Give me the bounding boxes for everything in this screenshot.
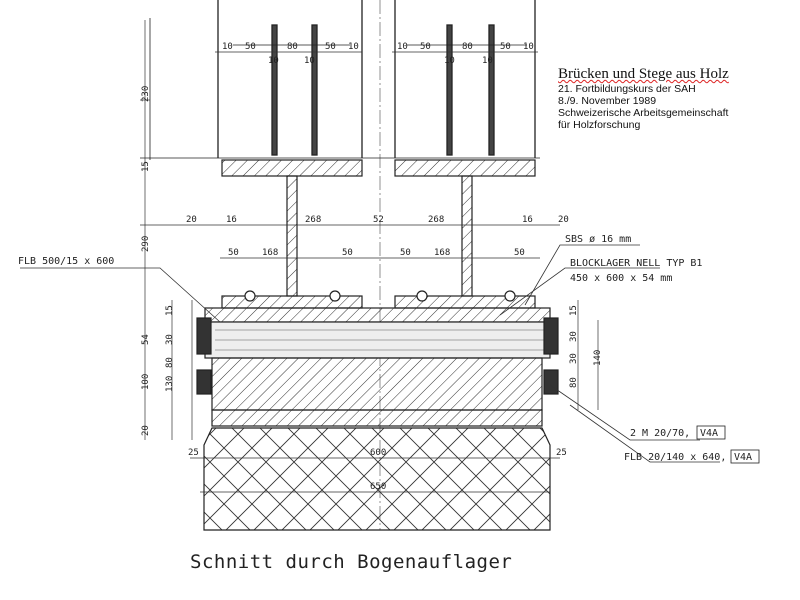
dim-lv100: 100 bbox=[141, 374, 151, 390]
dim-lv130: 130 bbox=[165, 376, 175, 392]
dim-50a: 50 bbox=[228, 248, 239, 258]
source-line-1: 21. Fortbildungskurs der SAH bbox=[558, 83, 696, 95]
label-m20: 2 M 20/70, bbox=[630, 428, 690, 439]
source-line-2: 8./9. November 1989 bbox=[558, 95, 657, 107]
drawing-caption: Schnitt durch Bogenauflager bbox=[190, 551, 513, 573]
dim-650: 650 bbox=[370, 482, 386, 492]
dim-top-50b: 50 bbox=[325, 42, 336, 52]
dim-20r: 20 bbox=[558, 215, 569, 225]
label-v4a-2: V4A bbox=[734, 452, 752, 463]
dim-v290: 290 bbox=[141, 236, 151, 252]
annotation-labels: FLB 500/15 x 600 SBS ø 16 mm BLOCKLAGER … bbox=[18, 234, 760, 464]
source-line-4: für Holzforschung bbox=[558, 119, 641, 131]
concrete-abutment bbox=[203, 427, 551, 531]
dim-top-50d: 50 bbox=[500, 42, 511, 52]
dim-top-50a: 50 bbox=[245, 42, 256, 52]
dim-268l: 268 bbox=[305, 215, 321, 225]
label-v4a-1: V4A bbox=[700, 428, 718, 439]
dim-25l: 25 bbox=[188, 448, 199, 458]
dim-top-10a: 10 bbox=[222, 42, 233, 52]
dim-inner-10b: 10 bbox=[304, 56, 315, 66]
dim-50b: 50 bbox=[342, 248, 353, 258]
label-blocklager: BLOCKLAGER NELL TYP B1 bbox=[570, 258, 702, 269]
dim-v230: 230 bbox=[141, 86, 151, 102]
label-blocklager-size: 450 x 600 x 54 mm bbox=[570, 273, 672, 284]
steel-profiles bbox=[221, 159, 536, 309]
dim-inner-10d: 10 bbox=[482, 56, 493, 66]
bearing-block bbox=[196, 290, 559, 427]
dimension-lines bbox=[140, 20, 599, 493]
dim-52: 52 bbox=[373, 215, 384, 225]
dim-rv80: 80 bbox=[569, 377, 579, 388]
label-flb-right: FLB 20/140 x 640, bbox=[624, 452, 726, 463]
label-sbs: SBS ø 16 mm bbox=[565, 234, 631, 245]
dim-inner-10c: 10 bbox=[444, 56, 455, 66]
dim-top-10c: 10 bbox=[397, 42, 408, 52]
dim-600: 600 bbox=[370, 448, 386, 458]
dim-lv80: 80 bbox=[165, 357, 175, 368]
label-flb-left: FLB 500/15 x 600 bbox=[18, 256, 114, 267]
dim-rv140: 140 bbox=[593, 350, 603, 366]
dim-168b: 168 bbox=[434, 248, 450, 258]
dim-rv30: 30 bbox=[569, 331, 579, 342]
dim-168a: 168 bbox=[262, 248, 278, 258]
dim-top-80a: 80 bbox=[287, 42, 298, 52]
dimension-texts: 10 50 80 50 10 10 50 80 50 10 10 10 10 1… bbox=[141, 42, 603, 492]
dim-top-10b: 10 bbox=[348, 42, 359, 52]
dim-rv15: 15 bbox=[569, 305, 579, 316]
dim-lv54: 54 bbox=[141, 334, 151, 345]
source-block: Brücken und Stege aus Holz 21. Fortbildu… bbox=[558, 66, 729, 131]
dim-top-50c: 50 bbox=[420, 42, 431, 52]
dim-16l: 16 bbox=[226, 215, 237, 225]
dim-20l: 20 bbox=[186, 215, 197, 225]
dim-v15: 15 bbox=[141, 161, 151, 172]
source-title: Brücken und Stege aus Holz bbox=[558, 66, 729, 82]
dim-top-10d: 10 bbox=[523, 42, 534, 52]
dim-50c: 50 bbox=[400, 248, 411, 258]
dim-16r: 16 bbox=[522, 215, 533, 225]
dim-50d: 50 bbox=[514, 248, 525, 258]
dim-rv30b: 30 bbox=[569, 353, 579, 364]
dim-lv15: 15 bbox=[165, 305, 175, 316]
dim-lv20: 20 bbox=[141, 425, 151, 436]
dim-268r: 268 bbox=[428, 215, 444, 225]
source-line-3: Schweizerische Arbeitsgemeinschaft bbox=[558, 107, 729, 119]
upper-beams bbox=[140, 0, 540, 160]
dim-top-80b: 80 bbox=[462, 42, 473, 52]
leader-lines bbox=[20, 244, 720, 463]
dim-inner-10a: 10 bbox=[268, 56, 279, 66]
dim-lv30: 30 bbox=[165, 334, 175, 345]
dim-25r: 25 bbox=[556, 448, 567, 458]
